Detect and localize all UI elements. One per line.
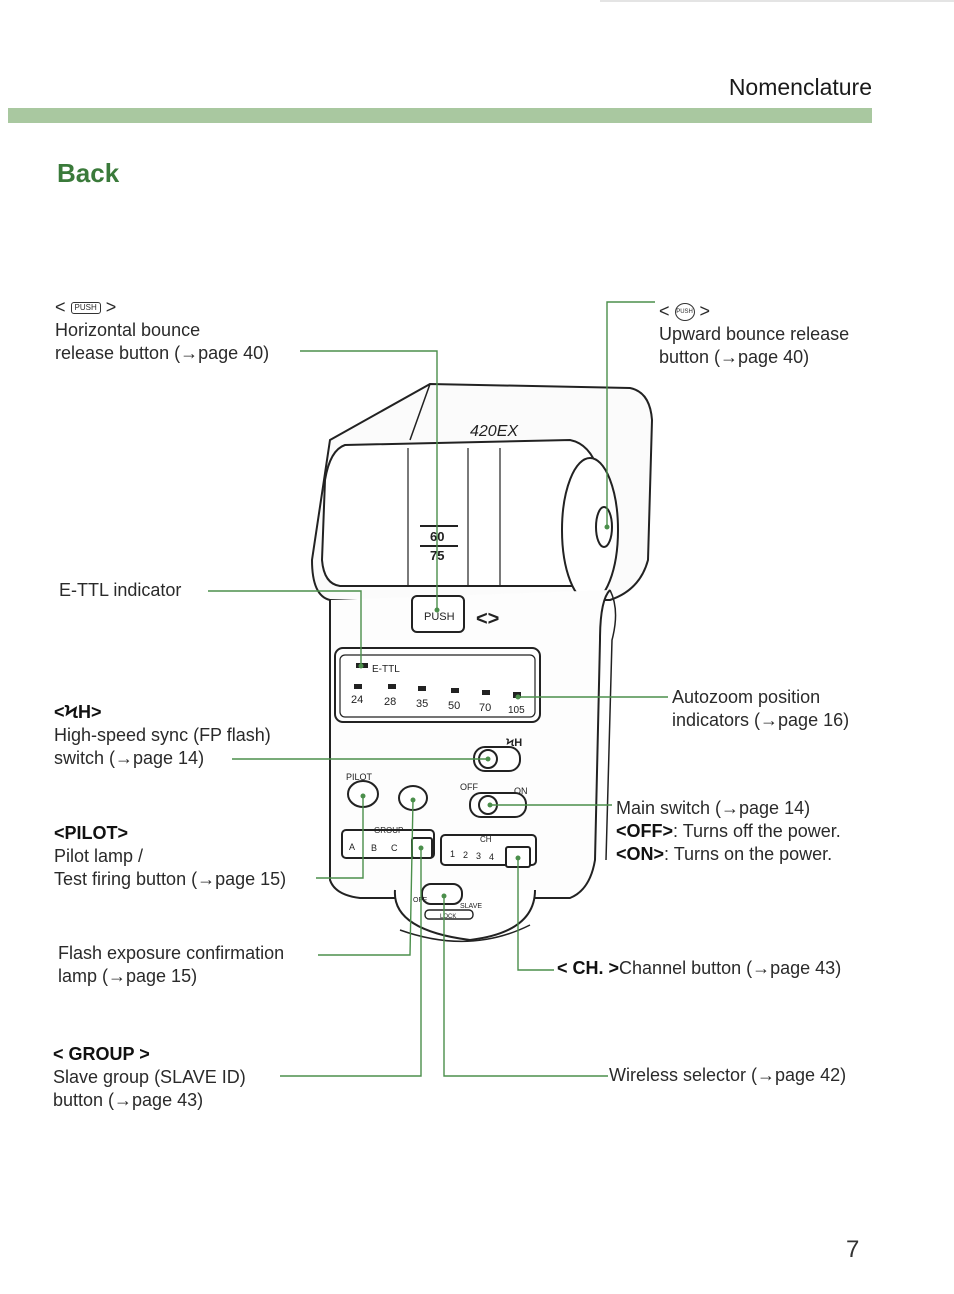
group-b: B — [371, 843, 377, 853]
head-top-edge — [409, 383, 431, 441]
page-number: 7 — [846, 1236, 860, 1263]
ettl-label: E-TTL — [372, 664, 400, 675]
label-group: < GROUP > Slave group (SLAVE ID) button … — [53, 1044, 246, 1110]
high-speed-switch-mark: ϞH — [506, 737, 522, 749]
horizontal-bounce-release-button — [411, 595, 465, 633]
ch-3: 3 — [476, 851, 481, 861]
group-label: GROUP — [374, 826, 403, 835]
head-barrel — [320, 438, 604, 587]
push-button-icon: PUSH — [70, 302, 101, 315]
main-switch-on: ON — [514, 786, 528, 796]
wireless-off-label: OFF — [413, 897, 427, 904]
label-wireless-selector: Wireless selector (→page 42) — [609, 1065, 847, 1085]
label-horizontal-bounce: < PUSH > Horizontal bounce release butto… — [55, 297, 270, 363]
label-high-speed-sync: <ϞH> High-speed sync (FP flash) switch (… — [54, 702, 271, 768]
wireless-selector — [421, 883, 463, 905]
zoom-position-70: 70 — [479, 702, 491, 714]
zoom-position-24: 24 — [351, 694, 363, 706]
label-ettl-indicator: E-TTL indicator — [59, 580, 182, 600]
zoom-position-50: 50 — [448, 700, 460, 712]
push-round-icon: PUSH — [674, 303, 695, 322]
indicator-panel — [334, 647, 541, 723]
header-band — [8, 108, 872, 123]
top-rule — [600, 0, 954, 2]
label-channel: < CH. >Channel button (→page 43) — [557, 958, 842, 978]
ch-label: CH — [480, 835, 492, 844]
section-title: Back — [57, 158, 120, 188]
zoom-position-35: 35 — [416, 698, 428, 710]
bounce-arrows-icon: <> — [476, 608, 499, 630]
label-main-switch: Main switch (→page 14) <OFF>: Turns off … — [616, 798, 841, 864]
label-upward-bounce: < PUSH > Upward bounce release button (→… — [659, 301, 850, 367]
pilot-label: PILOT — [346, 772, 373, 782]
zoom-position-105: 105 — [508, 705, 525, 716]
group-a: A — [349, 842, 355, 852]
upward-bounce-release-button — [595, 506, 613, 548]
ch-2: 2 — [463, 850, 468, 860]
label-autozoom: Autozoom position indicators (→page 16) — [672, 687, 850, 730]
model-text: 420EX — [470, 423, 519, 440]
wireless-slave-label: SLAVE — [460, 903, 482, 910]
leader-lines — [208, 301, 668, 1077]
push-button-label: PUSH — [424, 611, 455, 623]
page-header-title: Nomenclature — [728, 74, 872, 100]
zoom-position-28: 28 — [384, 696, 396, 708]
group-c: C — [391, 843, 398, 853]
label-flash-confirmation: Flash exposure confirmation lamp (→page … — [58, 943, 285, 986]
ch-4: 4 — [489, 852, 494, 862]
main-switch-off: OFF — [460, 782, 478, 792]
lock-label: LOCK — [440, 914, 456, 920]
ch-1: 1 — [450, 849, 455, 859]
label-pilot: <PILOT> Pilot lamp / Test firing button … — [54, 823, 287, 889]
